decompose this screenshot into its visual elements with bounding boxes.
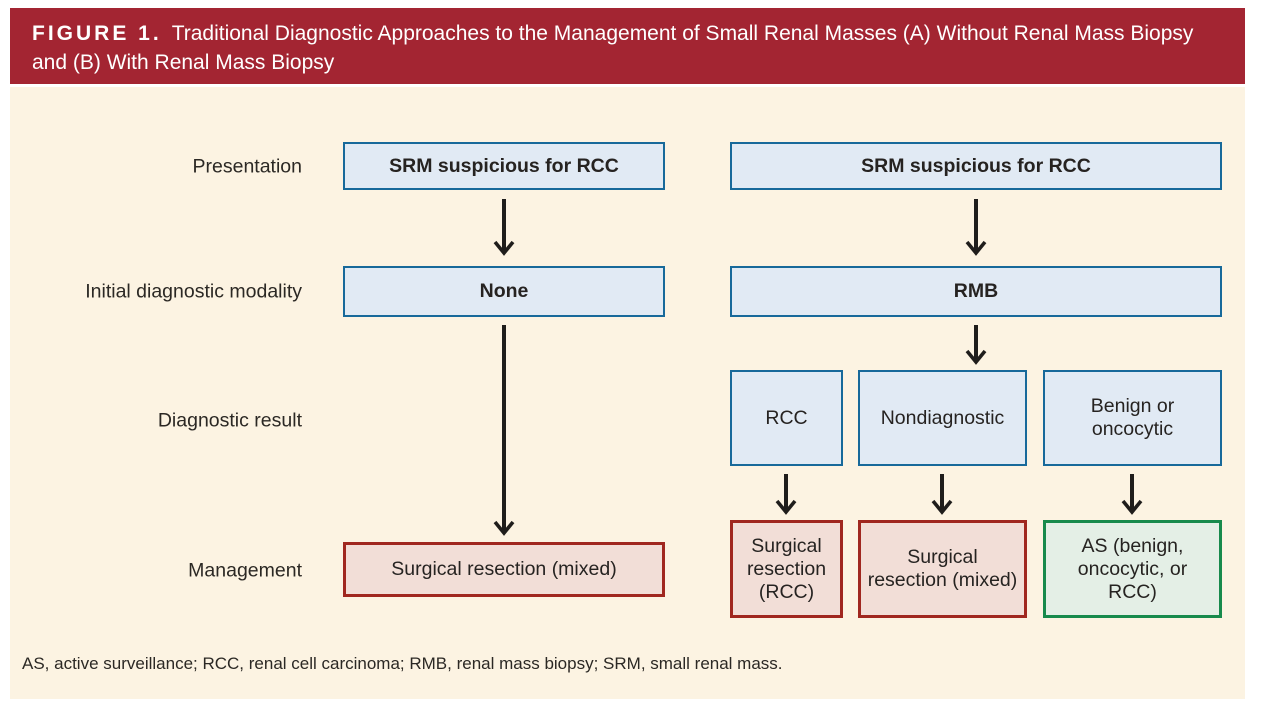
row-label-diagnostic-result: Diagnostic result	[157, 409, 302, 432]
pathway-b-management-active-surveillance-box: AS (benign, oncocytic, or RCC)	[1043, 520, 1222, 618]
row-label-initial-diagnostic-modality: Initial diagnostic modality	[85, 280, 302, 303]
pathway-b-result-nondiagnostic-box: Nondiagnostic	[858, 370, 1027, 466]
figure-title-bar: FIGURE 1.Traditional Diagnostic Approach…	[10, 8, 1245, 84]
pathway-b-modality-box: RMB	[730, 266, 1222, 317]
pathway-b-result-benign-oncocytic-box: Benign or oncocytic	[1043, 370, 1222, 466]
row-label-presentation: Presentation	[192, 155, 303, 178]
pathway-b-result-rcc-box: RCC	[730, 370, 843, 466]
pathway-b-presentation-box: SRM suspicious for RCC	[730, 142, 1222, 190]
pathway-a-modality-box: None	[343, 266, 665, 317]
row-label-management: Management	[188, 559, 302, 582]
pathway-a-presentation-box: SRM suspicious for RCC	[343, 142, 665, 190]
figure-title: Traditional Diagnostic Approaches to the…	[32, 22, 1194, 74]
pathway-b-management-surgical-mixed-box: Surgical resection (mixed)	[858, 520, 1027, 618]
figure-number-label: FIGURE 1.	[32, 22, 162, 45]
pathway-a-management-box: Surgical resection (mixed)	[343, 542, 665, 597]
figure-footnote: AS, active surveillance; RCC, renal cell…	[22, 654, 783, 673]
pathway-b-management-surgical-rcc-box: Surgical resection (RCC)	[730, 520, 843, 618]
